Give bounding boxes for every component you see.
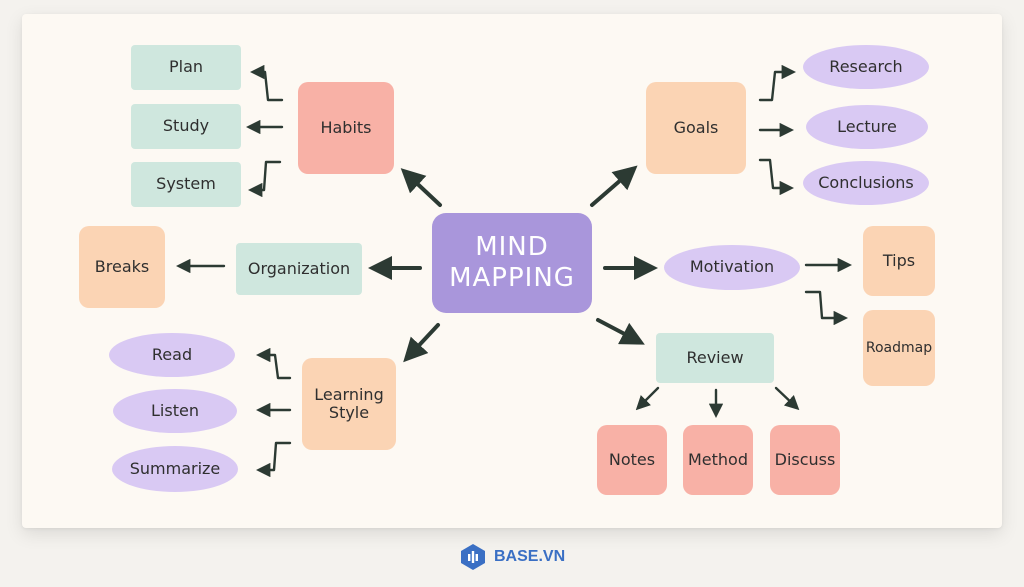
notes-node: Notes <box>597 425 667 495</box>
method-node: Method <box>683 425 753 495</box>
learning-style-line1: Learning <box>314 384 384 404</box>
arrow-review-notes <box>635 386 660 411</box>
arrow-motivation-roadmap <box>804 290 848 326</box>
center-line2: MAPPING <box>449 263 575 293</box>
center-line1: MIND <box>475 231 549 262</box>
plan-node: Plan <box>131 45 241 90</box>
brand-name: BASE.VN <box>494 548 566 565</box>
habits-node: Habits <box>298 82 394 174</box>
arrow-center-learning <box>403 323 440 363</box>
arrow-goals-research <box>758 64 796 102</box>
arrow-center-goals <box>590 165 638 207</box>
arrow-center-review <box>596 318 645 345</box>
arrow-goals-conclusions <box>758 158 794 196</box>
lecture-node: Lecture <box>806 105 928 149</box>
arrow-habits-plan <box>249 64 284 102</box>
base-logo-icon <box>461 544 485 570</box>
tips-node: Tips <box>863 226 935 296</box>
study-node: Study <box>131 104 241 149</box>
system-node: System <box>131 162 241 207</box>
center-node: MIND MAPPING <box>432 213 592 313</box>
summarize-node: Summarize <box>112 446 238 492</box>
brand-footer: BASE.VN <box>460 543 565 571</box>
arrow-learning-summarize <box>255 441 292 478</box>
organization-node: Organization <box>236 243 362 295</box>
discuss-node: Discuss <box>770 425 840 495</box>
arrow-review-discuss <box>774 386 800 411</box>
learning-style-node: Learning Style <box>302 358 396 450</box>
conclusions-node: Conclusions <box>803 161 929 205</box>
learning-style-line2: Style <box>328 403 370 422</box>
arrow-center-habits <box>400 168 442 207</box>
review-node: Review <box>656 333 774 383</box>
research-node: Research <box>803 45 929 89</box>
listen-node: Listen <box>113 389 237 433</box>
breaks-node: Breaks <box>79 226 165 308</box>
arrow-habits-system <box>247 160 282 198</box>
arrow-learning-read <box>255 347 292 380</box>
goals-node: Goals <box>646 82 746 174</box>
motivation-node: Motivation <box>664 245 800 290</box>
roadmap-node: Roadmap <box>863 310 935 386</box>
read-node: Read <box>109 333 235 377</box>
